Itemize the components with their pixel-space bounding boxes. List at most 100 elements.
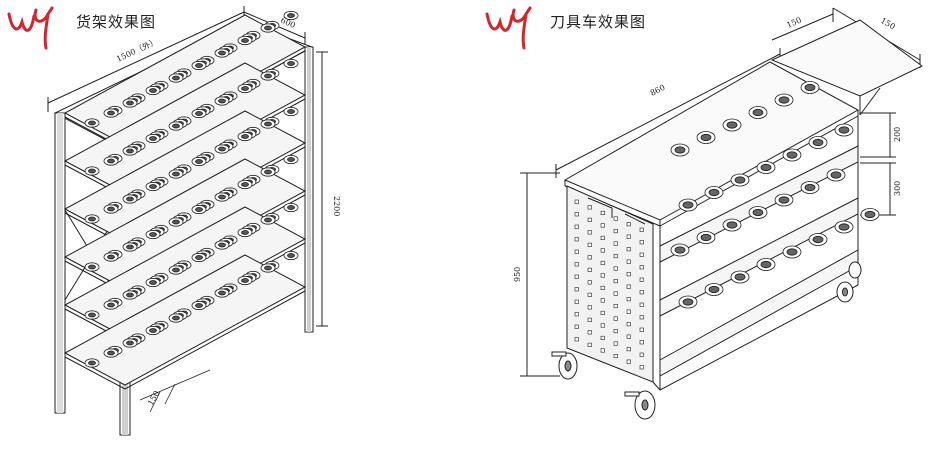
cart-tool-holder-core [674,246,686,254]
tool-holder-core [107,158,115,164]
tool-holder-core [149,88,157,93]
tool-holder-core [241,38,249,43]
peg-hole [613,341,618,346]
tool-holder-core [107,302,115,308]
shelf-panel-title: 货架效果图 [76,13,157,31]
tool-holder-core [287,253,295,258]
cart-tool-holder-core [804,83,816,92]
tool-holder-core [126,196,134,202]
peg-hole [587,267,592,272]
tool-holder-core [218,290,226,296]
cart-tool-holder-core [812,235,824,244]
tool-holder-core [107,350,115,356]
tool-holder-core [264,121,272,127]
cart-tool-holder-core [682,298,694,306]
peg-hole [626,247,631,252]
tool-holder-core [195,255,203,260]
tool-holder-core [218,50,226,56]
tool-holder-core [88,120,96,126]
peg-hole [600,235,605,240]
peg-hole [639,327,644,332]
cart-tool-holder-core [708,285,720,294]
tool-holder-core [218,242,226,248]
cart-tool-holder-core [786,248,798,256]
tool-holder-core [149,328,157,333]
tool-holder-core [172,171,180,177]
tool-holder-core [264,217,272,223]
peg-hole [574,337,579,342]
tool-holder-core [126,100,134,106]
peg-hole [613,266,618,271]
shelf-level [63,158,307,290]
cart-tool-holder-core [752,108,764,117]
cart-tool-holder-core [734,273,746,281]
shelf-level [63,254,307,386]
peg-hole [587,230,592,235]
peg-hole [587,280,592,285]
tool-holder-core [195,63,203,68]
peg-hole [626,259,631,264]
shelf-level [63,110,307,242]
tool-holder-core [88,264,96,270]
peg-hole [626,359,631,364]
peg-hole [639,252,644,257]
tool-holder-core [195,159,203,164]
peg-hole [613,216,618,221]
tool-holder-core [126,148,134,154]
tool-holder-core [287,157,295,162]
cart-length-dim: 860 [649,83,667,98]
peg-hole [600,273,605,278]
peg-hole [600,210,605,215]
peg-hole [626,272,631,277]
tool-holder-core [241,278,249,283]
peg-hole [574,262,579,267]
peg-hole [587,342,592,347]
cart-tool-holder-core [812,138,824,147]
tool-holder-core [195,111,203,116]
tool-holder-core [107,206,115,212]
shelf-width-dim: 1500（外） [115,36,159,64]
peg-hole [613,303,618,309]
tool-holder-core [264,265,272,271]
tool-holder-core [287,13,295,18]
cart-lower-gap-dim: 300 [893,181,902,196]
tool-holder-core [172,123,180,129]
peg-hole [574,324,579,329]
tool-holder-core [126,340,134,346]
peg-hole [600,260,605,266]
shelf-height-dim: 2200 [332,196,341,216]
peg-hole [639,265,644,270]
peg-hole [574,274,579,279]
shelf-edge [124,290,306,390]
cart-tool-holder-core [838,126,850,134]
peg-hole [600,323,605,328]
cart-tool-holder-core [786,151,798,159]
cart-tool-holder-core [830,171,842,179]
peg-hole [587,330,592,335]
peg-hole [587,305,592,310]
cart-tool-holder-core [674,146,686,154]
tool-holder-core [172,315,180,321]
tool-holder-core [126,292,134,298]
peg-hole [574,312,579,317]
peg-hole [626,297,631,302]
cart-tool-holder-core [778,96,790,104]
peg-hole [639,340,644,345]
peg-hole [600,285,605,291]
peg-hole [587,317,592,322]
tool-holder-core [88,216,96,222]
peg-hole [600,223,605,228]
tool-holder-core [264,169,272,175]
peg-hole [587,205,592,210]
shelf-level [63,62,307,194]
tool-holder-core [241,134,249,139]
peg-hole [626,334,631,339]
tool-holder-core [287,205,295,210]
peg-hole [626,284,631,289]
brand-logo-left [7,6,54,50]
peg-hole [574,212,579,217]
peg-hole [613,291,618,296]
cart-tool-holder-core [752,208,764,217]
peg-hole [574,224,579,229]
peg-hole [639,277,644,282]
